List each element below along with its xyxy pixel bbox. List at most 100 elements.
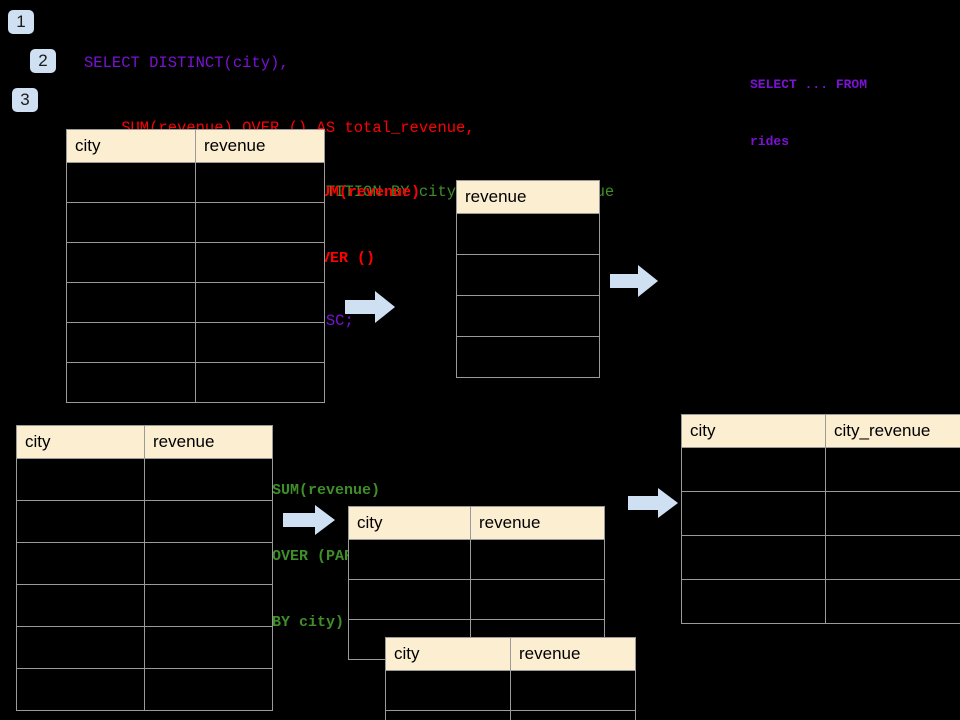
column-header-revenue: revenue [195, 129, 325, 163]
table-cell [16, 584, 145, 627]
column-header-city-revenue: city_revenue [825, 414, 960, 448]
table-total-revenue: revenue [456, 180, 600, 378]
column-header-city: city [66, 129, 196, 163]
table-cell [66, 362, 196, 403]
table-row [681, 579, 960, 624]
table-cell [348, 539, 471, 580]
annotation-city-revenue-line-3: BY city) [272, 614, 345, 631]
table-cell [681, 579, 826, 624]
side-note-line-2: rides [750, 134, 790, 149]
table-source-bottom: city revenue [16, 425, 273, 711]
table-row [66, 242, 325, 283]
table-row [385, 670, 636, 711]
table-cell [144, 542, 273, 585]
table-row [681, 535, 960, 580]
table-cell [470, 539, 605, 580]
table-cell [144, 500, 273, 543]
table-cell [195, 322, 325, 363]
table-cell [825, 447, 960, 492]
table-header-row: city city_revenue [681, 414, 960, 448]
annotation-total-revenue-line-2: OVER () [312, 250, 376, 267]
table-row [66, 282, 325, 323]
table-cell [66, 282, 196, 323]
table-row [348, 579, 605, 620]
step-badge-1: 1 [8, 10, 34, 34]
arrow-total-to-result [610, 265, 658, 297]
table-row [66, 162, 325, 203]
column-header-city: city [348, 506, 471, 540]
table-cell [66, 322, 196, 363]
table-cell [825, 579, 960, 624]
table-cell [681, 447, 826, 492]
table-row [66, 202, 325, 243]
table-cell [144, 458, 273, 501]
table-cell [385, 710, 511, 720]
table-cell [456, 254, 600, 296]
table-row [456, 336, 600, 378]
table-cell [470, 579, 605, 620]
side-note-select-from: SELECT ... FROM rides [750, 37, 867, 189]
column-header-revenue: revenue [456, 180, 600, 214]
step-badge-3: 3 [12, 88, 38, 112]
table-cell [66, 202, 196, 243]
table-cell [681, 491, 826, 536]
table-cell [385, 670, 511, 711]
table-row [456, 295, 600, 337]
table-cell [16, 458, 145, 501]
table-cell [144, 668, 273, 711]
table-cell [456, 336, 600, 378]
column-header-city: city [16, 425, 145, 459]
column-header-city: city [681, 414, 826, 448]
table-row [385, 710, 636, 720]
table-row [16, 458, 273, 501]
arrow-partition-to-result [628, 488, 678, 518]
table-row [16, 668, 273, 711]
table-cell [348, 579, 471, 620]
table-cell [195, 202, 325, 243]
table-cell [456, 213, 600, 255]
sql-line-select: SELECT DISTINCT(city), [84, 54, 289, 72]
column-header-city: city [385, 637, 511, 671]
table-cell [456, 295, 600, 337]
table-row [16, 584, 273, 627]
table-header-row: revenue [456, 180, 600, 214]
table-cell [825, 491, 960, 536]
table-cell [195, 162, 325, 203]
table-partition-b: city revenue [385, 637, 636, 720]
table-row [16, 500, 273, 543]
step-badge-2: 2 [30, 49, 56, 73]
annotation-total-revenue: SUM(revenue) OVER () [312, 138, 420, 314]
table-row [16, 542, 273, 585]
column-header-revenue: revenue [470, 506, 605, 540]
table-row [456, 254, 600, 296]
table-cell [66, 242, 196, 283]
annotation-city-revenue-line-1: SUM(revenue) [272, 482, 381, 499]
table-row [456, 213, 600, 255]
table-cell [510, 710, 636, 720]
table-cell [510, 670, 636, 711]
table-row [348, 539, 605, 580]
table-header-row: city revenue [16, 425, 273, 459]
table-source-top: city revenue [66, 129, 325, 403]
arrow-source-to-total [345, 291, 395, 323]
column-header-revenue: revenue [510, 637, 636, 671]
table-cell [195, 242, 325, 283]
table-cell [144, 584, 273, 627]
table-row [66, 362, 325, 403]
table-cell [66, 162, 196, 203]
table-cell [195, 362, 325, 403]
table-cell [16, 668, 145, 711]
table-cell [825, 535, 960, 580]
table-cell [681, 535, 826, 580]
table-cell [195, 282, 325, 323]
table-row [16, 626, 273, 669]
table-result: city city_revenue [681, 414, 960, 624]
table-cell [144, 626, 273, 669]
table-row [681, 491, 960, 536]
table-header-row: city revenue [385, 637, 636, 671]
table-cell [16, 626, 145, 669]
table-header-row: city revenue [66, 129, 325, 163]
table-cell [16, 542, 145, 585]
side-note-line-1: SELECT ... FROM [750, 77, 868, 92]
